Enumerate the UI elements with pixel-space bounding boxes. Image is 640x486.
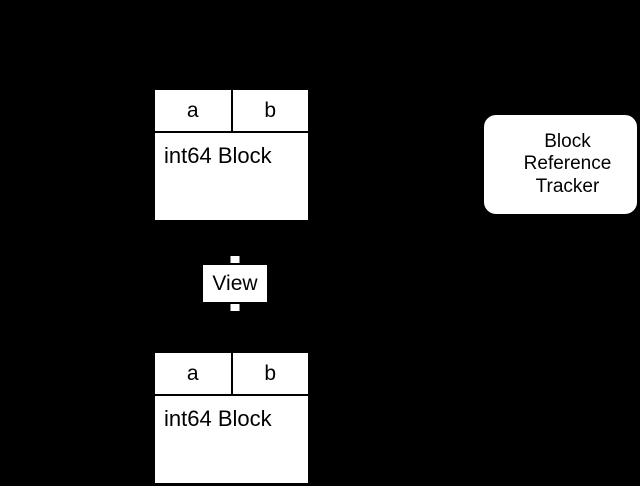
view-edge-label-text: View: [212, 272, 258, 295]
bottom-block-column-b[interactable]: b: [264, 362, 277, 385]
bottom-block-node[interactable]: a b int64 Block: [153, 351, 310, 485]
bottom-block-body: int64 Block: [155, 396, 308, 483]
bottom-block-column-a[interactable]: a: [155, 353, 233, 394]
top-block-column-a[interactable]: a: [155, 90, 233, 131]
arrow-up-icon: [230, 256, 240, 263]
bottom-block-header-row: a b: [155, 353, 308, 396]
top-block-node[interactable]: a b int64 Block: [153, 88, 310, 222]
top-block-body: int64 Block: [155, 133, 308, 220]
tracker-label-line-1: Block: [544, 130, 591, 152]
view-edge-label[interactable]: View: [203, 256, 267, 311]
top-block-column-b[interactable]: b: [264, 99, 277, 122]
top-block-body-label: int64 Block: [164, 143, 272, 168]
arrow-down-icon: [230, 304, 240, 311]
tracker-label-line-3: Tracker: [535, 175, 600, 197]
block-reference-tracker-node[interactable]: Block Reference Tracker: [482, 113, 639, 216]
tracker-label-line-2: Reference: [523, 153, 612, 175]
top-block-header-row: a b: [155, 90, 308, 133]
block-reference-tracker-label: Block Reference Tracker: [510, 131, 612, 198]
bottom-block-body-label: int64 Block: [164, 406, 272, 431]
